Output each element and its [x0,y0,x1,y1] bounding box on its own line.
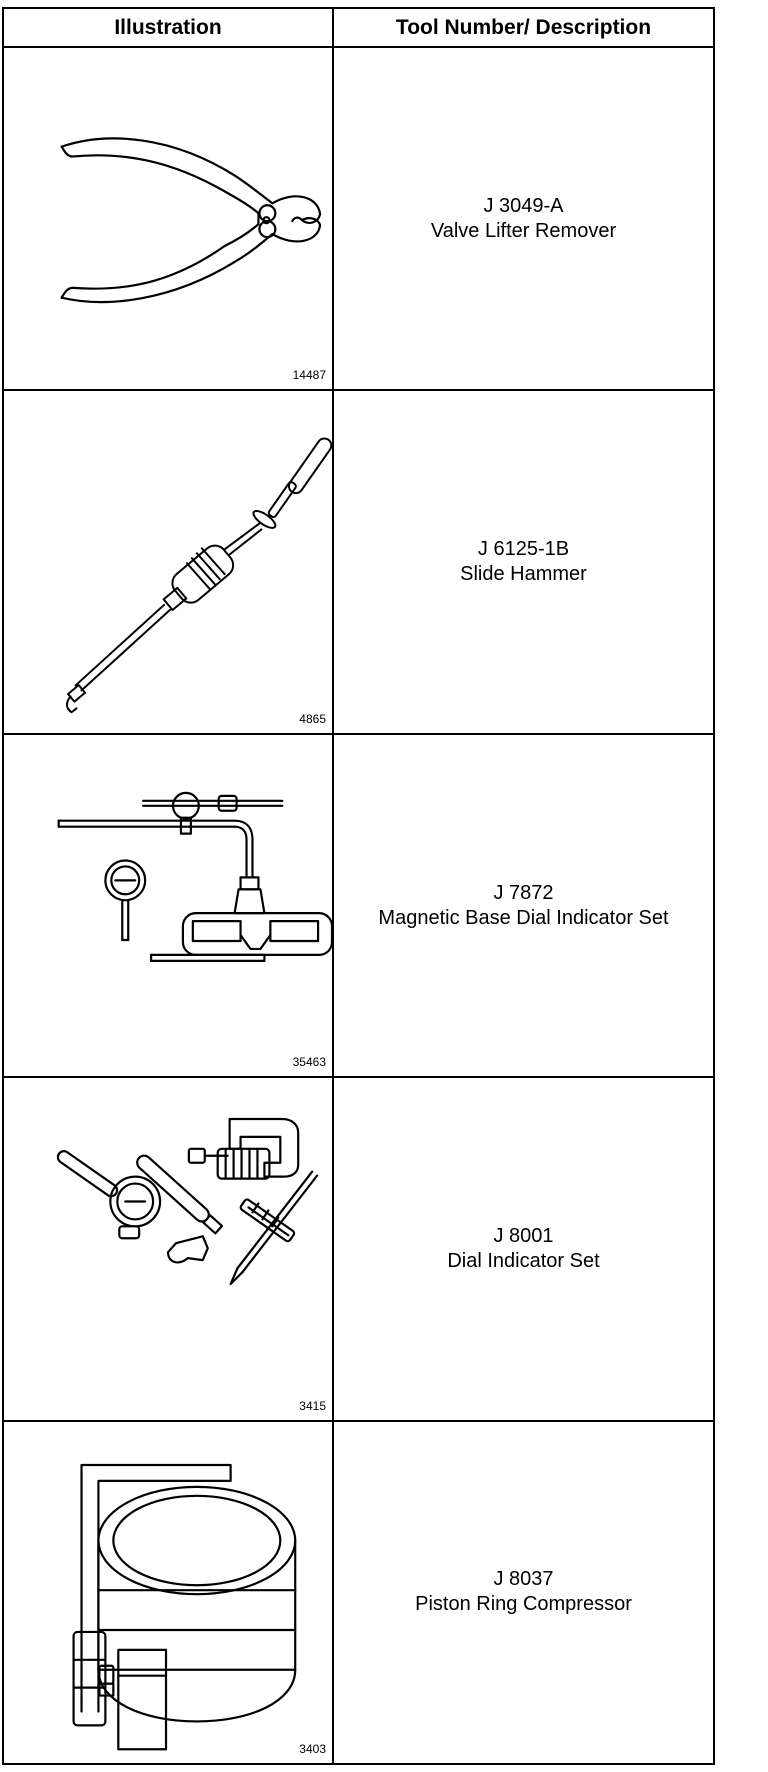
tool-description: Piston Ring Compressor [415,1593,632,1616]
description-cell: J 8001 Dial Indicator Set [332,1076,715,1422]
figure-number: 35463 [292,1055,326,1070]
illustration-cell: 3403 [2,1419,334,1766]
table-row: 35463 J 7872 Magnetic Base Dial Indicato… [2,732,715,1079]
dial-indicator-set-icon [56,1118,319,1286]
figure-number: 14487 [292,368,326,383]
tool-number: J 8037 [493,1568,554,1591]
tool-number: J 7872 [493,881,554,904]
tool-table: Illustration Tool Number/ Description 14… [2,6,715,1766]
figure-number: 4865 [299,711,326,726]
header-tool-description: Tool Number/ Description [332,6,715,49]
table-row: 3403 J 8037 Piston Ring Compressor [2,1419,715,1766]
figure-number: 3415 [299,1398,326,1413]
illustration-cell: 14487 [2,46,334,392]
tool-number: J 3049-A [483,194,564,217]
table-row: 4865 J 6125-1B Slide Hammer [2,389,715,735]
description-cell: J 8037 Piston Ring Compressor [332,1419,715,1766]
piston-ring-compressor-icon [72,1463,297,1750]
tool-description: Valve Lifter Remover [430,219,617,242]
illustration-cell: 3415 [2,1076,334,1422]
tool-description: Magnetic Base Dial Indicator Set [378,906,669,929]
illustration-cell: 4865 [2,389,334,735]
figure-number: 3403 [299,1742,326,1756]
table-row: 3415 J 8001 Dial Indicator Set [2,1076,715,1422]
description-cell: J 3049-A Valve Lifter Remover [332,46,715,392]
illustration-cell: 35463 [2,732,334,1079]
tool-description: Dial Indicator Set [447,1249,600,1272]
tool-description: Slide Hammer [460,563,587,586]
table-row: 14487 J 3049-A Valve Lifter Remover [2,46,715,392]
magnetic-base-dial-indicator-icon [57,791,332,962]
tool-number: J 8001 [493,1224,554,1247]
tool-number: J 6125-1B [477,538,570,561]
slide-hammer-icon [65,437,332,714]
header-illustration: Illustration [2,6,334,49]
pliers-icon [60,137,322,304]
description-cell: J 6125-1B Slide Hammer [332,389,715,735]
table-header-row: Illustration Tool Number/ Description [2,6,715,49]
description-cell: J 7872 Magnetic Base Dial Indicator Set [332,732,715,1079]
